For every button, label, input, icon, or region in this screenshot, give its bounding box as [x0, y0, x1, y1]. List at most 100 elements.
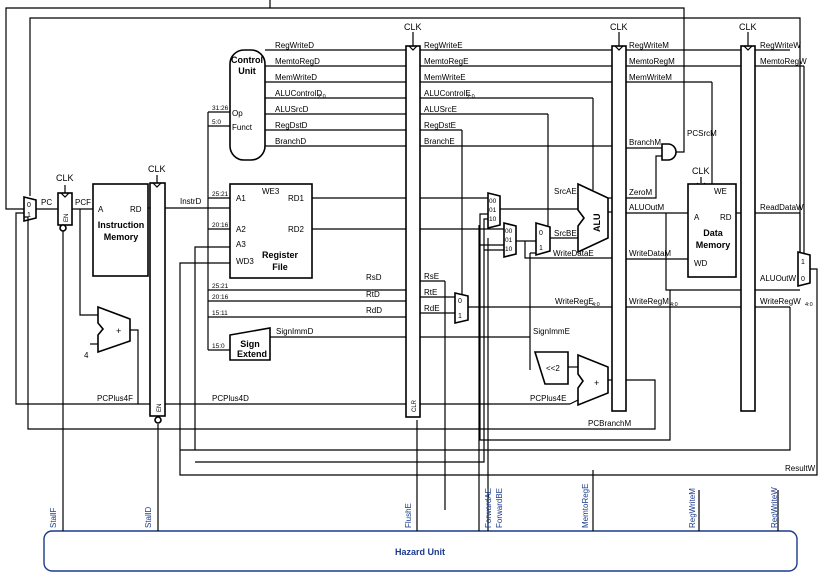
ctrl-d-5: RegDstD — [275, 121, 308, 130]
forward-b-mux — [503, 221, 517, 259]
sign-extend — [229, 327, 271, 361]
ctrl-w-0: RegWriteW — [760, 41, 801, 50]
svg-text:15:0: 15:0 — [212, 343, 225, 350]
svg-text:2:0: 2:0 — [467, 94, 475, 100]
control-w-wires: RegWriteW MemtoRegW — [755, 41, 807, 254]
srcae-label: SrcAE — [554, 187, 577, 196]
readdataw-label: ReadDataW — [760, 203, 804, 212]
ctrl-d-6: BranchD — [275, 137, 306, 146]
writedatam-label: WriteDataM — [629, 249, 671, 258]
svg-text:RD: RD — [130, 205, 142, 214]
ctrl-w-1: MemtoRegW — [760, 57, 807, 66]
svg-text:CLK: CLK — [610, 22, 628, 32]
svg-text:0: 0 — [27, 202, 31, 209]
forwardae-label: ForwardAE — [484, 488, 493, 528]
shift-left-2 — [533, 351, 569, 385]
forwardbe-label: ForwardBE — [495, 488, 504, 528]
svg-text:4:0: 4:0 — [805, 302, 813, 308]
svg-text:2:0: 2:0 — [318, 94, 326, 100]
forward-a-mux — [487, 191, 501, 230]
hazard-unit — [43, 530, 798, 572]
svg-text:15:11: 15:11 — [212, 310, 228, 317]
svg-text:Op: Op — [232, 109, 243, 118]
stalld-label: StallD — [144, 506, 153, 528]
svg-text:00: 00 — [489, 198, 497, 205]
svg-text:1: 1 — [458, 313, 462, 320]
ctrl-d-4: ALUSrcD — [275, 105, 309, 114]
branch-and-gate — [661, 143, 677, 161]
srcbe-label: SrcBE — [554, 229, 577, 238]
svg-text:A3: A3 — [236, 240, 246, 249]
svg-text:RD1: RD1 — [288, 194, 305, 203]
pcplus4d-label: PCPlus4D — [212, 394, 249, 403]
stallf-label: StallF — [49, 507, 58, 528]
svg-text:Unit: Unit — [238, 66, 256, 76]
svg-text:CLK: CLK — [739, 22, 757, 32]
instruction-memory — [92, 183, 149, 277]
svg-text:WD3: WD3 — [236, 257, 254, 266]
hazard-signal-labels: StallF StallD FlushE ForwardAE ForwardBE… — [49, 484, 779, 528]
pcbranchm-label: PCBranchM — [588, 419, 631, 428]
hazard-unit-title: Hazard Unit — [395, 547, 445, 557]
svg-text:4:0: 4:0 — [592, 302, 600, 308]
svg-text:0: 0 — [539, 230, 543, 237]
ctrl-e-3: ALUControlE — [424, 89, 471, 98]
svg-text:0: 0 — [458, 298, 462, 305]
regdst-mux — [454, 291, 469, 325]
ctrl-e-1: MemtoRegE — [424, 57, 468, 66]
stalld-bubble — [154, 416, 162, 424]
writeregm-label: WriteRegM — [629, 297, 669, 306]
svg-text:File: File — [272, 262, 288, 272]
svg-text:4:0: 4:0 — [670, 302, 678, 308]
aluoutw-label: ALUOutW — [760, 274, 796, 283]
ctrl-e-6: BranchE — [424, 137, 455, 146]
svg-text:01: 01 — [489, 207, 497, 214]
svg-text:01: 01 — [505, 237, 513, 244]
control-title: Control — [231, 55, 263, 65]
svg-text:RsE: RsE — [424, 272, 439, 281]
signimme-label: SignImmE — [533, 327, 570, 336]
svg-text:1: 1 — [801, 259, 805, 266]
ctrl-e-4: ALUSrcE — [424, 105, 457, 114]
en-f: EN — [64, 214, 70, 222]
clock-labels: CLK CLK CLK CLK CLK CLK — [56, 22, 757, 183]
dmem-title: Data — [703, 228, 724, 238]
pcf-label: PCF — [75, 198, 91, 207]
svg-text:WriteRegE: WriteRegE — [555, 297, 594, 306]
en-d: EN — [157, 404, 163, 412]
svg-text:A: A — [98, 205, 104, 214]
svg-text:RD: RD — [720, 213, 732, 222]
svg-text:5:0: 5:0 — [212, 119, 221, 126]
ctrl-m-0: RegWriteM — [629, 41, 669, 50]
svg-text:25:21: 25:21 — [212, 283, 229, 290]
svg-text:10: 10 — [489, 216, 497, 223]
memtorege-label: MemtoRegE — [581, 484, 590, 528]
svg-text:RtE: RtE — [424, 288, 437, 297]
id-ex-register — [405, 45, 421, 418]
ctrl-m-1: MemtoRegM — [629, 57, 675, 66]
alusrc-mux — [535, 221, 551, 257]
regwritew-label: RegWriteW — [770, 487, 779, 528]
clr-e: CLR — [412, 399, 418, 412]
writedatae-label: WriteDataE — [553, 249, 594, 258]
svg-text:CLK: CLK — [692, 166, 710, 176]
svg-text:A2: A2 — [236, 225, 246, 234]
rtd-label: RtD — [366, 290, 380, 299]
ctrl-d-1: MemtoRegD — [275, 57, 320, 66]
svg-text:Sign: Sign — [240, 339, 260, 349]
svg-text:+: + — [594, 378, 599, 388]
rsd-label: RsD — [366, 273, 382, 282]
pc-plus4-adder — [97, 305, 131, 354]
pcsrcm-label: PCSrcM — [687, 129, 717, 138]
ctrl-e-5: RegDstE — [424, 121, 456, 130]
ctrl-d-3: ALUControlD — [275, 89, 322, 98]
ctrl-e-0: RegWriteE — [424, 41, 463, 50]
ex-mem-register — [611, 45, 627, 412]
svg-text:ALU: ALU — [592, 214, 602, 233]
svg-text:31:26: 31:26 — [212, 105, 229, 112]
svg-text:WE: WE — [714, 187, 727, 196]
svg-text:Extend: Extend — [237, 349, 267, 359]
alu — [577, 182, 609, 254]
